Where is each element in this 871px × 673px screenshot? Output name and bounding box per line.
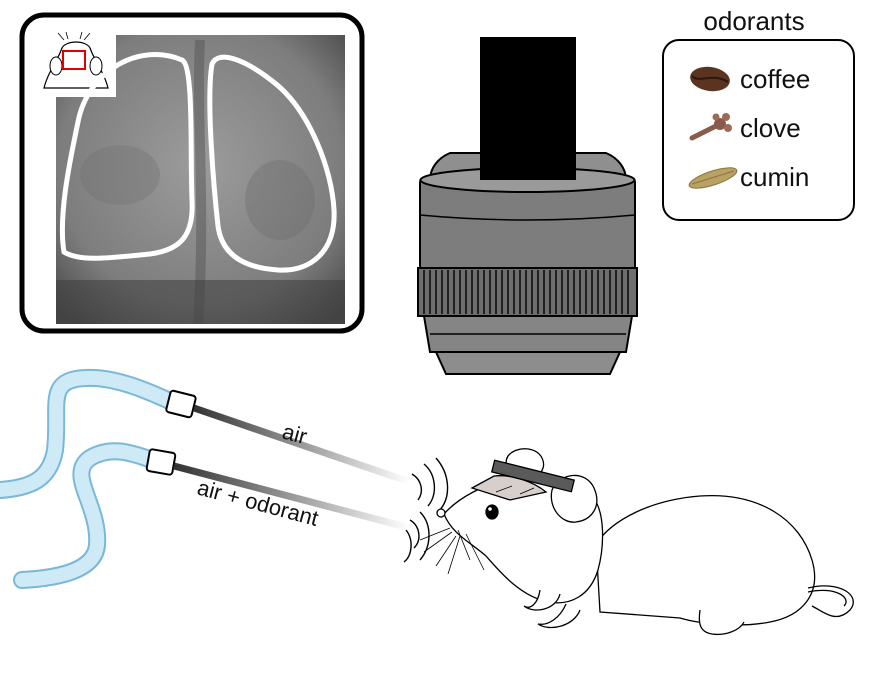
mouse-front-paw <box>523 589 561 611</box>
mouse-illustration <box>419 448 854 636</box>
air-tube-lower: air + odorant <box>13 442 411 589</box>
roi-outline-right <box>207 54 337 273</box>
coffee-bean-icon <box>690 66 730 92</box>
microscope-objective <box>417 37 638 375</box>
tube-connector-upper <box>165 389 197 419</box>
legend-label-coffee: coffee <box>740 64 810 94</box>
legend-item-coffee: coffee <box>690 64 810 94</box>
imaging-window-marker <box>62 50 86 70</box>
mouse-front-paw-2 <box>537 603 581 629</box>
legend-item-clove: clove <box>689 113 801 143</box>
legend-label-cumin: cumin <box>740 162 809 192</box>
nozzle-upper <box>192 404 412 486</box>
legend-label-clove: clove <box>740 113 801 143</box>
roi-outline-left <box>59 52 195 261</box>
cumin-seed-icon <box>688 167 738 189</box>
airflow-marks <box>403 457 449 563</box>
mouse-eye <box>485 504 499 520</box>
clove-icon <box>689 113 732 141</box>
mouse-hind-paw <box>698 609 745 636</box>
air-odorant-label: air + odorant <box>195 475 321 531</box>
mouse-body <box>595 494 816 626</box>
mouse-tail <box>807 585 854 618</box>
air-tube-upper: air <box>0 368 412 499</box>
mouse-nose <box>436 508 446 518</box>
tube-connector-lower <box>145 448 177 476</box>
legend-title: odorants <box>703 6 804 36</box>
mouse-head-inset-icon <box>43 31 109 89</box>
nozzle-lower <box>173 462 411 532</box>
headplate-bar <box>490 459 576 493</box>
legend-item-cumin: cumin <box>688 162 809 192</box>
odorant-legend: odorants coffee clove cumin <box>662 6 855 221</box>
mouse-whiskers <box>419 527 485 575</box>
imaging-panel <box>19 12 365 334</box>
